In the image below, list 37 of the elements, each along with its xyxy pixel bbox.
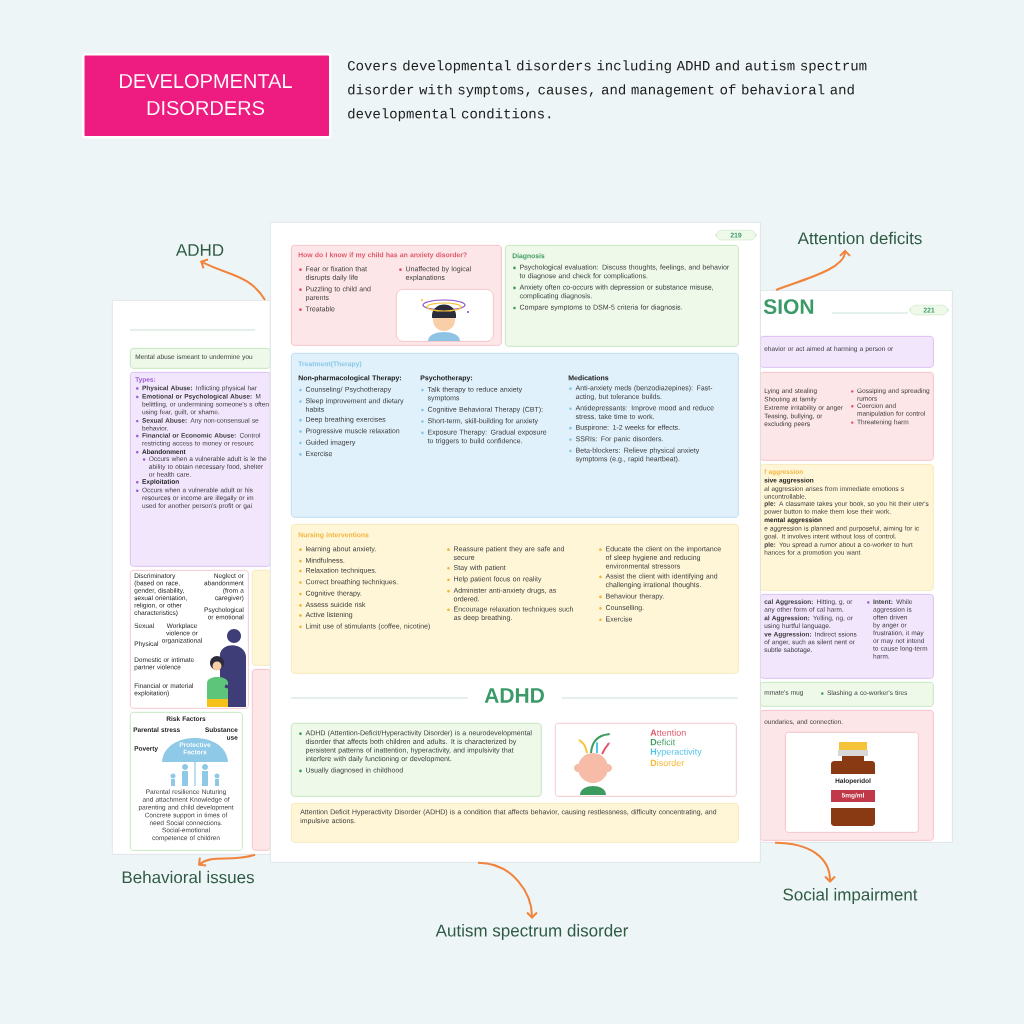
picture-box [396,289,494,342]
callout-label: Autism spectrum disorder [435,924,629,940]
curved-arrow [477,861,538,919]
info-box [760,336,934,368]
acronym-box [555,723,737,797]
info-box [291,723,542,797]
page-heading: ADHD [484,688,544,703]
info-box [291,524,739,674]
acronym-word: Hyperactivity [650,748,702,757]
callout-label: Attention deficits [797,231,922,245]
acronym-word: Attention [650,729,686,736]
info-box [760,372,934,461]
info-box [760,682,934,707]
info-box [252,570,271,666]
info-box [252,669,271,851]
title-banner: DEVELOPMENTAL DISORDERS [82,53,332,139]
info-box [130,348,271,369]
info-box [291,353,739,518]
curved-arrow [774,841,836,883]
info-box [760,464,934,591]
picture-box [130,712,243,851]
curved-arrow [200,258,266,301]
acronym-word: Deficit [650,738,676,746]
curved-arrow [198,853,256,867]
picture-box [785,732,919,833]
description-text: Covers developmental disorders including ADHD and autism spectrum disorder with symptoms, causes, and management of behavioral and developmental conditions. [347,60,867,122]
info-box [130,372,271,567]
callout-label: Social impairment [783,888,918,904]
acronym-word: Disorder [650,759,685,767]
info-box [760,594,934,679]
callout-label: Behavioral issues [122,870,254,884]
info-box [505,245,739,347]
curved-arrow [775,249,851,291]
info-box [291,803,739,843]
page-heading: SION [763,299,814,315]
callout-label: ADHD [175,244,224,256]
picture-box [130,570,249,709]
